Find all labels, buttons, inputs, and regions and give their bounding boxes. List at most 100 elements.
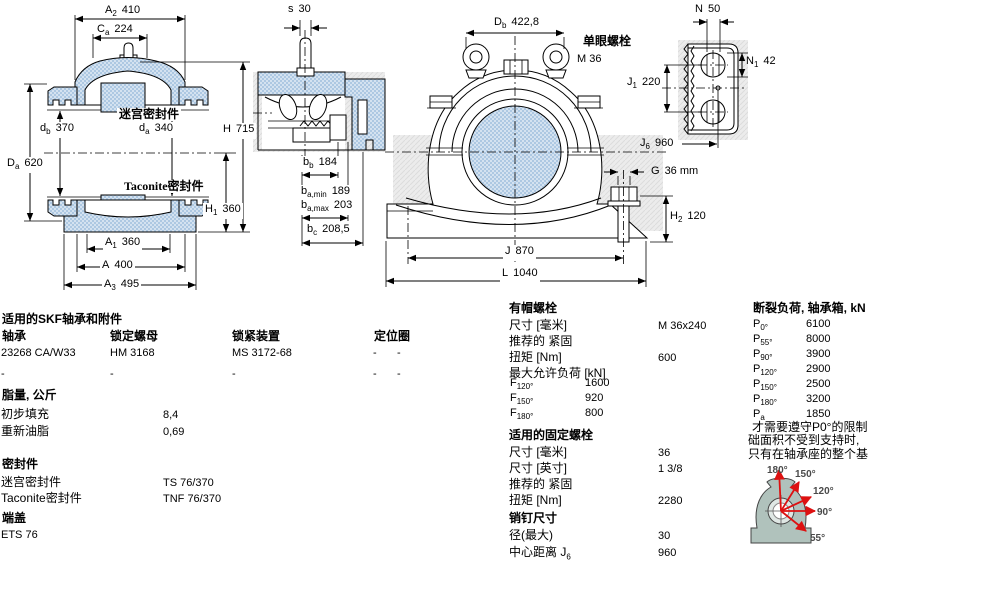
labyrinth-seal-label: 迷宫密封件	[117, 107, 182, 121]
endcover-value: ETS 76	[1, 529, 38, 541]
breakloads-title: 断裂负荷, 轴承箱, kN	[753, 301, 866, 315]
section-view-drawing	[24, 15, 250, 290]
load-F180-value: 800	[585, 407, 604, 419]
lockdevice-designation: MS 3172-68	[232, 347, 292, 359]
endcover-title: 端盖	[2, 511, 27, 525]
col-locating-ring: 定位圈	[374, 329, 411, 343]
grease-initial-value: 8,4	[163, 409, 179, 421]
grease-initial-label: 初步填充	[1, 407, 50, 421]
grease-relube-value: 0,69	[163, 426, 185, 438]
bearing-designation: 23268 CA/W33	[1, 347, 76, 359]
front-view-drawing	[385, 29, 673, 287]
capbolt-recommended-label: 推荐的 紧固	[509, 334, 573, 348]
taconite-row-label: Taconite密封件	[1, 491, 82, 505]
base-plan-drawing	[662, 18, 748, 148]
capbolt-maxload-label: 最大允许负荷 [kN]	[509, 366, 606, 380]
note-line-1: 才需要遵守P0°的限制	[752, 420, 868, 434]
angle-150: 150°	[795, 469, 816, 480]
capbolt-size-label: 尺寸 [毫米]	[509, 318, 568, 332]
angle-180: 180°	[767, 465, 788, 476]
load-F150-label: F150°	[510, 392, 534, 407]
note-line-3: 只有在轴承座的整个基	[748, 447, 869, 461]
dowel-dia-value: 30	[658, 530, 671, 542]
P180-label: P180°	[753, 393, 777, 408]
load-F180-label: F180°	[510, 407, 534, 422]
capbolts-title: 有帽螺栓	[509, 301, 558, 315]
seals-title: 密封件	[2, 457, 39, 471]
angle-90: 90°	[817, 507, 833, 518]
P120-value: 2900	[806, 363, 831, 375]
row2-dash: -	[397, 368, 401, 380]
eyebolt-label: 单眼螺栓	[583, 34, 632, 48]
Pa-value: 1850	[806, 408, 831, 420]
angle-120: 120°	[813, 486, 834, 497]
P150-label: P150°	[753, 378, 777, 393]
capbolt-torque-value: 600	[658, 352, 677, 364]
fbolt-torque-label: 扭矩 [Nm]	[509, 493, 562, 507]
dowel-cc-label: 中心距离 J6	[509, 545, 571, 562]
load-F150-value: 920	[585, 392, 604, 404]
row2-dash: -	[232, 368, 236, 380]
load-angle-diagram	[750, 468, 817, 544]
P0-value: 6100	[806, 318, 831, 330]
fbolt-recommended-label: 推荐的 紧固	[509, 477, 573, 491]
eyebolt-size: M 36	[577, 53, 602, 65]
Pa-label: Pa	[753, 408, 765, 423]
dowel-cc-value: 960	[658, 547, 677, 559]
load-F120-value: 1600	[585, 377, 610, 389]
P55-label: P55°	[753, 333, 773, 348]
note-line-2: 础面积不受到支持时,	[748, 433, 860, 447]
locating-ring-dash: -	[373, 347, 377, 359]
side-view-drawing	[253, 20, 386, 247]
fbolt-torque-value: 2280	[658, 495, 683, 507]
locknut-designation: HM 3168	[110, 347, 155, 359]
labyrinth-row-value: TS 76/370	[163, 477, 214, 489]
labyrinth-row-label: 迷宫密封件	[1, 475, 62, 489]
load-F120-label: F120°	[510, 377, 534, 392]
foundationbolts-title: 适用的固定螺栓	[509, 428, 594, 442]
row2-dash: -	[373, 368, 377, 380]
P150-value: 2500	[806, 378, 831, 390]
fbolt-size-mm-value: 36	[658, 447, 671, 459]
P90-label: P90°	[753, 348, 773, 363]
grease-relube-label: 重新油脂	[1, 424, 50, 438]
P90-value: 3900	[806, 348, 831, 360]
angle-55: 55°	[810, 533, 826, 544]
P180-value: 3200	[806, 393, 831, 405]
col-locknut: 锁定螺母	[110, 329, 159, 343]
grease-title: 脂量, 公斤	[2, 388, 57, 402]
capbolt-torque-label: 扭矩 [Nm]	[509, 350, 562, 364]
locating-ring-dash2: -	[397, 347, 401, 359]
col-lockdevice: 锁紧装置	[232, 329, 281, 343]
dowel-dia-label: 径(最大)	[509, 528, 553, 542]
P55-value: 8000	[806, 333, 831, 345]
taconite-row-value: TNF 76/370	[163, 493, 222, 505]
col-bearing: 轴承	[2, 329, 27, 343]
bearings-title: 适用的SKF轴承和附件	[2, 312, 123, 326]
row2-dash: -	[1, 368, 5, 380]
